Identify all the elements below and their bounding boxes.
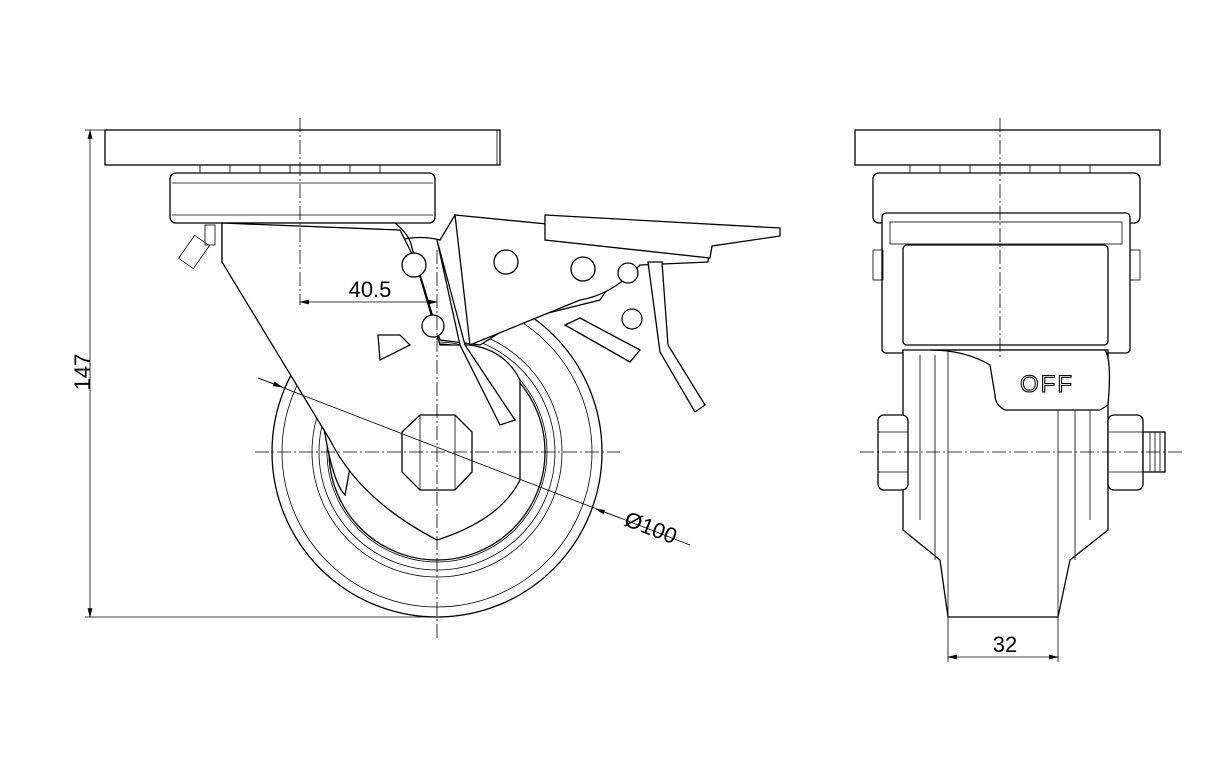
- top-plate-front: [854, 129, 1161, 166]
- side-view: [104, 118, 781, 640]
- top-plate: [104, 129, 501, 166]
- wheel-diameter-label: Ø100: [621, 506, 680, 549]
- dimension-wheel-width: 32: [947, 617, 1059, 662]
- front-view: OFF: [854, 118, 1185, 618]
- brake-state-label: OFF: [1020, 371, 1074, 398]
- brake-pedal: OFF: [929, 349, 1111, 411]
- dimension-overall-height: 147: [70, 129, 437, 618]
- swivel-housing: [169, 172, 436, 224]
- ball-bearing-race: [199, 165, 381, 173]
- swivel-offset-label: 40.5: [349, 277, 392, 302]
- overall-height-label: 147: [70, 354, 95, 391]
- fork-front: [872, 212, 1141, 354]
- wheel-width-label: 32: [993, 632, 1017, 657]
- grease-nipple: [178, 224, 216, 270]
- centerlines: [255, 118, 620, 640]
- dimension-swivel-offset: 40.5: [299, 277, 438, 305]
- axle-nuts-front: [877, 414, 1166, 491]
- fork-bolt-holes: [401, 249, 643, 338]
- wheel-front: [902, 349, 1109, 618]
